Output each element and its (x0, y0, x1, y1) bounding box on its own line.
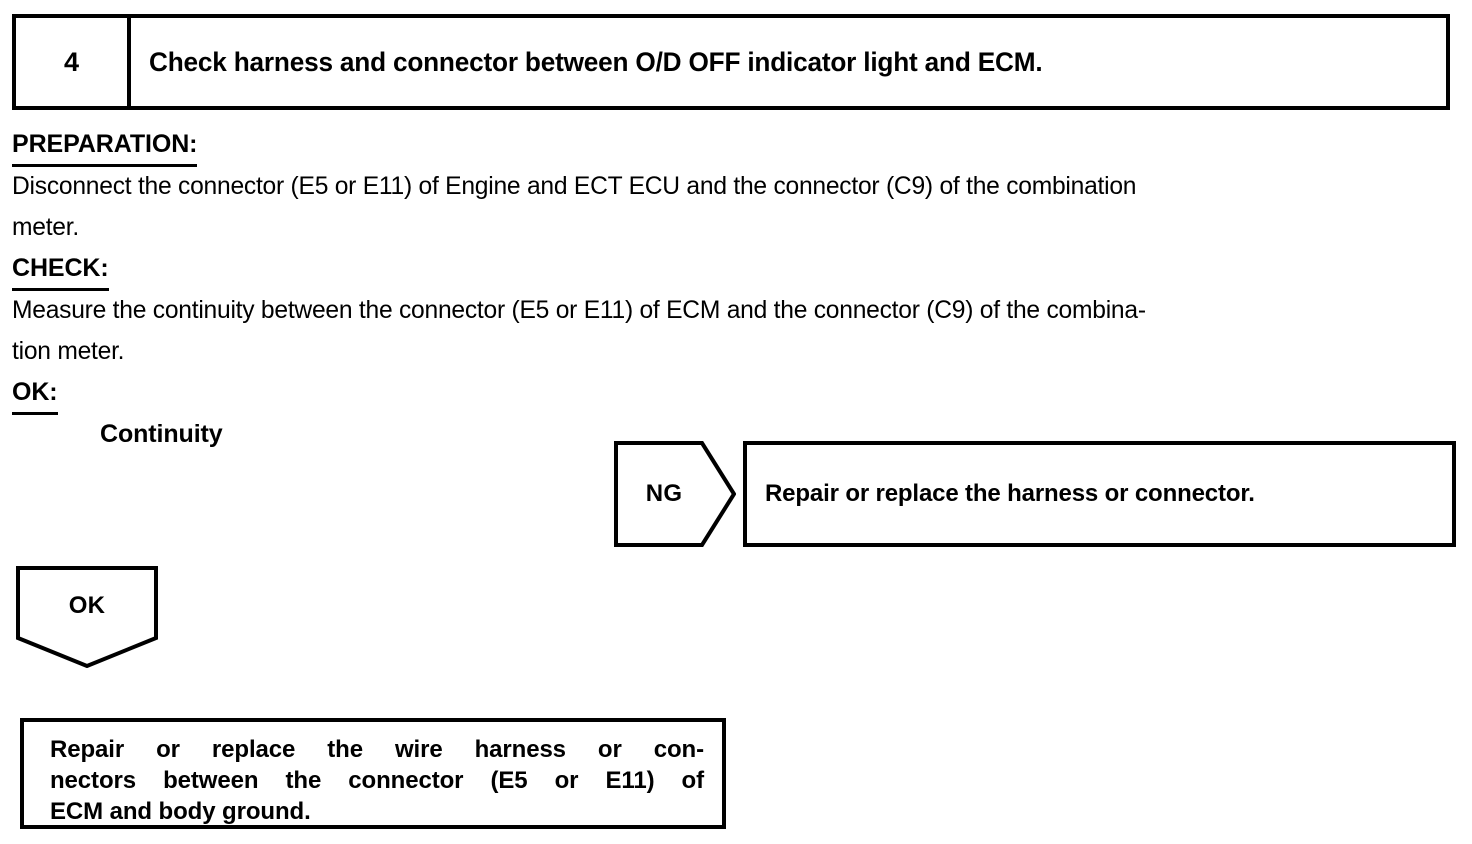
step-title-cell: Check harness and connector between O/D … (131, 18, 1446, 106)
step-header-box: 4 Check harness and connector between O/… (12, 14, 1450, 110)
preparation-line-2: meter. (12, 213, 79, 241)
ok-result-text: Repair or replace the wire harness or co… (50, 734, 704, 827)
ok-result-line-2: nectors between the connector (E5 or E11… (50, 767, 704, 794)
ok-result-line-3: ECM and body ground. (50, 798, 311, 825)
ng-result-text: Repair or replace the harness or connect… (765, 479, 1255, 507)
preparation-heading-row: PREPARATION: (12, 124, 1460, 167)
check-line-2: tion meter. (12, 337, 125, 365)
ok-result-line-1: Repair or replace the wire harness or co… (50, 736, 704, 763)
ok-arrow-icon (16, 566, 158, 668)
procedure-body: PREPARATION: Disconnect the connector (E… (12, 124, 1460, 455)
ok-criteria-value: Continuity (100, 420, 223, 448)
check-line-1: Measure the continuity between the conne… (12, 296, 1146, 324)
ng-branch-label: NG (645, 480, 683, 507)
ok-heading: OK: (12, 372, 58, 415)
preparation-line-1: Disconnect the connector (E5 or E11) of … (12, 172, 1137, 200)
ok-branch-group: OK (16, 566, 158, 668)
step-number: 4 (63, 46, 80, 77)
ng-arrow-icon (614, 441, 736, 547)
ok-result-box: Repair or replace the wire harness or co… (20, 718, 726, 829)
check-heading: CHECK: (12, 248, 109, 291)
step-number-cell: 4 (16, 18, 131, 106)
ok-heading-row: OK: (12, 372, 1460, 415)
ng-result-box: Repair or replace the harness or connect… (743, 441, 1456, 547)
ok-branch-label: OK (68, 592, 106, 619)
step-title: Check harness and connector between O/D … (149, 46, 1043, 77)
preparation-heading: PREPARATION: (12, 124, 197, 167)
check-heading-row: CHECK: (12, 248, 1460, 291)
